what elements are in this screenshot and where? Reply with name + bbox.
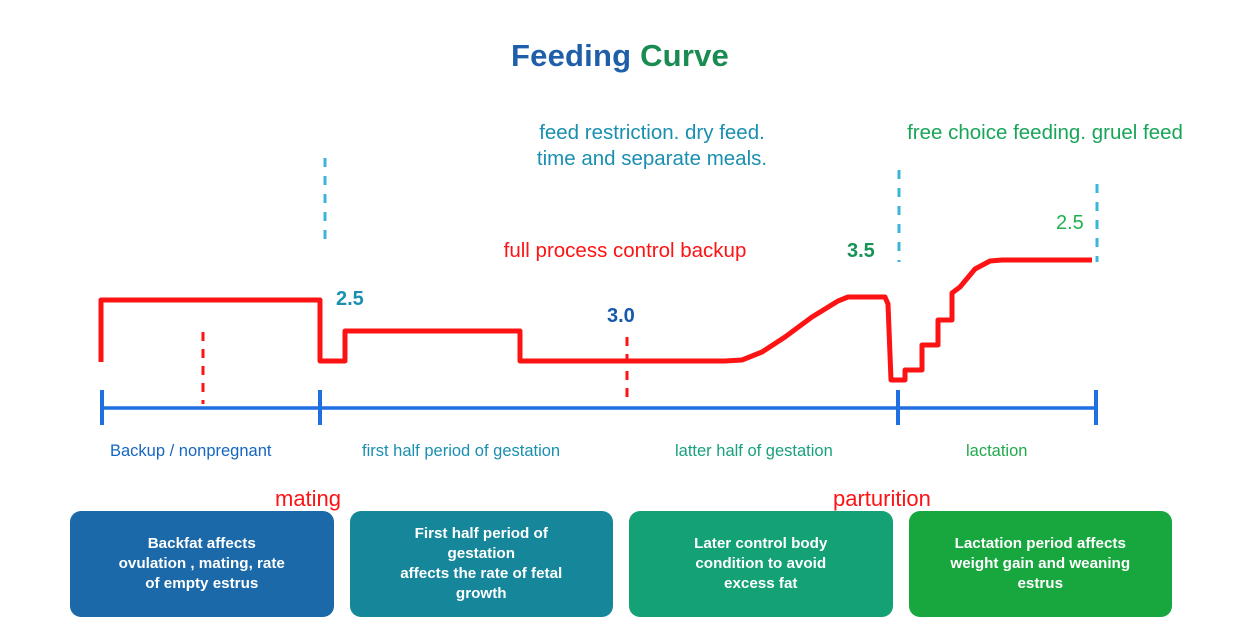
info-card-lactation[interactable]: Lactation period affects weight gain and… bbox=[908, 511, 1172, 617]
page-title-part-blue: Feeding bbox=[511, 38, 641, 73]
info-card-first-half[interactable]: First half period of gestation affects t… bbox=[349, 511, 613, 617]
annotation-free-choice-feeding: free choice feeding. gruel feed bbox=[907, 121, 1183, 144]
page-title-part-green: Curve bbox=[640, 38, 729, 73]
guide-lines bbox=[323, 158, 1099, 262]
feeding-curve-line bbox=[98, 257, 1092, 383]
event-lines bbox=[201, 332, 629, 404]
info-card-backfat[interactable]: Backfat affects ovulation , mating, rate… bbox=[70, 511, 334, 617]
feeding-curve-chart bbox=[98, 158, 1099, 425]
annotation-full-process-control: full process control backup bbox=[503, 239, 747, 262]
axis-stage-label-backup: Backup / nonpregnant bbox=[110, 442, 272, 460]
axis bbox=[100, 390, 1098, 425]
axis-stage-label-lactation: lactation bbox=[966, 442, 1028, 460]
page-title: Feeding Curve bbox=[0, 38, 1240, 74]
axis-stage-label-latter-half: latter half of gestation bbox=[675, 442, 833, 460]
info-card-later-control[interactable]: Later control body condition to avoid ex… bbox=[629, 511, 893, 617]
curve-value-label-3-0: 3.0 bbox=[607, 305, 635, 327]
curve-value-label-2-5-right: 2.5 bbox=[1056, 212, 1084, 234]
info-card-row: Backfat affects ovulation , mating, rate… bbox=[70, 511, 1172, 617]
event-marker-parturition: parturition bbox=[833, 486, 931, 511]
curve-value-label-3-5: 3.5 bbox=[847, 240, 875, 262]
event-marker-mating: mating bbox=[275, 486, 342, 511]
axis-stage-label-first-half: first half period of gestation bbox=[362, 442, 561, 460]
annotation-feed-restriction: feed restriction. dry feed. time and sep… bbox=[536, 121, 768, 170]
curve-value-label-2-5-left: 2.5 bbox=[336, 288, 364, 310]
